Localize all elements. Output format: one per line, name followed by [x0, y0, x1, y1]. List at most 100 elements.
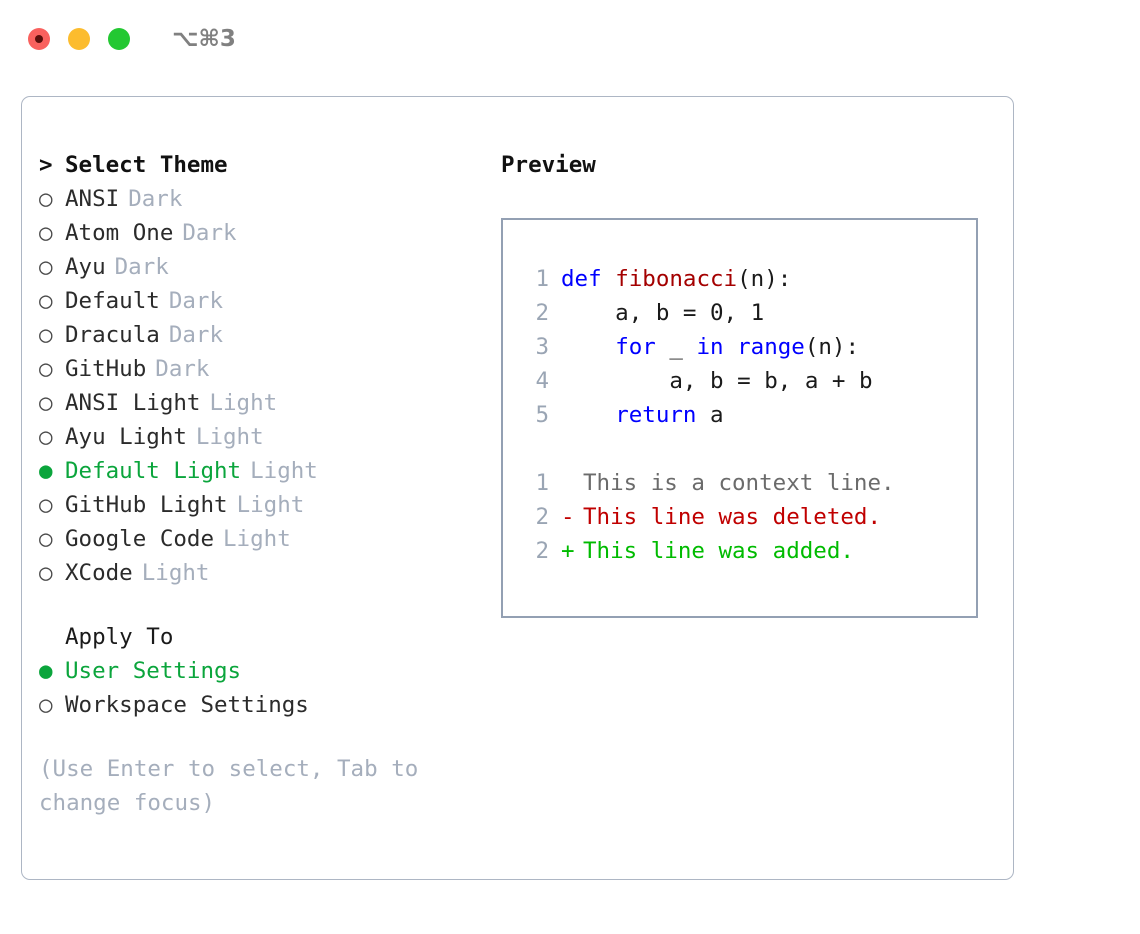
code-token — [561, 334, 615, 360]
theme-mode-tag: Dark — [168, 322, 224, 348]
traffic-light-group — [28, 28, 130, 50]
code-line: 2 a, b = 0, 1 — [521, 296, 976, 330]
code-token: fibonacci — [615, 266, 738, 292]
code-line-text: a, b = b, a + b — [561, 364, 873, 398]
code-line-text: return a — [561, 398, 723, 432]
code-line: 3 for _ in range(n): — [521, 330, 976, 364]
theme-mode-tag: Dark — [168, 288, 224, 314]
theme-mode-tag: Dark — [114, 254, 169, 280]
diff-sign: + — [561, 538, 575, 564]
radio-unselected-icon[interactable]: ○ — [39, 390, 53, 416]
theme-mode-tag: Light — [236, 492, 305, 518]
theme-list-item[interactable]: ○ ANSI Light Light — [39, 386, 489, 420]
code-token: (n): — [737, 266, 792, 292]
close-window-button[interactable] — [28, 28, 50, 50]
radio-unselected-icon[interactable]: ○ — [39, 356, 53, 382]
radio-unselected-icon[interactable]: ○ — [39, 692, 53, 718]
code-line-number: 1 — [535, 266, 549, 292]
apply-to-label: User Settings — [65, 658, 242, 684]
code-line: 4 a, b = b, a + b — [521, 364, 976, 398]
diff-line-text: This line was added. — [583, 538, 854, 564]
code-line-number: 2 — [535, 300, 549, 326]
code-token: a, b = b, a + b — [561, 368, 873, 394]
select-theme-heading: > Select Theme — [39, 148, 489, 182]
code-line-text: for _ in range(n): — [561, 330, 859, 364]
code-line-text: a, b = 0, 1 — [561, 296, 764, 330]
theme-name-label: Default — [65, 288, 160, 314]
code-line-number: 3 — [535, 334, 549, 360]
theme-mode-tag: Dark — [128, 186, 183, 212]
code-token — [561, 402, 615, 428]
code-token: a, b = 0, 1 — [561, 300, 765, 326]
diff-line-text: This is a context line. — [583, 470, 895, 496]
theme-name-label: Dracula — [65, 322, 160, 348]
theme-name-label: Ayu — [65, 254, 106, 280]
apply-to-label: Workspace Settings — [65, 692, 309, 718]
code-token: return — [615, 402, 697, 428]
diff-line-text: This line was deleted. — [583, 504, 882, 530]
radio-unselected-icon[interactable]: ○ — [39, 526, 53, 552]
diff-line-number: 2 — [535, 504, 549, 530]
radio-unselected-icon[interactable]: ○ — [39, 560, 53, 586]
theme-list-item[interactable]: ○ Atom One Dark — [39, 216, 489, 250]
theme-list-item[interactable]: ○ Ayu Light Light — [39, 420, 489, 454]
theme-list-item[interactable]: ○ Ayu Dark — [39, 250, 489, 284]
radio-selected-icon[interactable]: ● — [39, 658, 53, 684]
radio-unselected-icon[interactable]: ○ — [39, 322, 53, 348]
theme-name-label: GitHub — [65, 356, 147, 382]
diff-sign: - — [561, 504, 575, 530]
theme-mode-tag: Dark — [155, 356, 210, 382]
theme-name-label: Ayu Light — [65, 424, 187, 450]
theme-name-label: XCode — [65, 560, 133, 586]
code-diff-spacer — [521, 432, 976, 466]
window-title: ⌥⌘3 — [172, 26, 236, 52]
apply-to-list: ● User Settings ○ Workspace Settings — [39, 654, 489, 722]
theme-list-item[interactable]: ○ GitHub Dark — [39, 352, 489, 386]
minimize-window-button[interactable] — [68, 28, 90, 50]
radio-unselected-icon[interactable]: ○ — [39, 186, 53, 212]
code-token: in — [696, 334, 724, 360]
maximize-window-button[interactable] — [108, 28, 130, 50]
theme-name-label: Google Code — [65, 526, 215, 552]
theme-name-label: Atom One — [65, 220, 174, 246]
theme-mode-tag: Light — [195, 424, 264, 450]
code-token: (n): — [804, 334, 860, 360]
theme-name-label: GitHub Light — [65, 492, 228, 518]
apply-to-heading: Apply To — [65, 624, 174, 650]
apply-to-block: Apply To ● User Settings ○ Workspace Settin… — [39, 620, 489, 722]
diff-sign — [561, 466, 583, 500]
radio-unselected-icon[interactable]: ○ — [39, 254, 53, 280]
theme-name-label: ANSI Light — [65, 390, 201, 416]
prompt-caret-icon: > — [39, 152, 53, 178]
diff-line: 2+This line was added. — [521, 534, 976, 568]
preview-heading: Preview — [501, 152, 596, 178]
apply-to-item[interactable]: ○ Workspace Settings — [39, 688, 489, 722]
theme-mode-tag: Dark — [182, 220, 237, 246]
theme-name-label: Default Light — [65, 458, 242, 484]
diff-line-number: 1 — [535, 470, 549, 496]
apply-to-item[interactable]: ● User Settings — [39, 654, 489, 688]
radio-unselected-icon[interactable]: ○ — [39, 492, 53, 518]
theme-list-item[interactable]: ○ Dracula Dark — [39, 318, 489, 352]
code-token: range — [737, 334, 805, 360]
radio-unselected-icon[interactable]: ○ — [39, 424, 53, 450]
radio-unselected-icon[interactable]: ○ — [39, 288, 53, 314]
code-line: 5 return a — [521, 398, 976, 432]
theme-list-item[interactable]: ○ GitHub Light Light — [39, 488, 489, 522]
code-token: def — [561, 266, 616, 292]
radio-selected-icon[interactable]: ● — [39, 458, 53, 484]
diff-line: 2-This line was deleted. — [521, 500, 976, 534]
radio-unselected-icon[interactable]: ○ — [39, 220, 53, 246]
theme-mode-tag: Light — [209, 390, 278, 416]
theme-list-item[interactable]: ○ Default Dark — [39, 284, 489, 318]
code-token — [724, 334, 738, 360]
